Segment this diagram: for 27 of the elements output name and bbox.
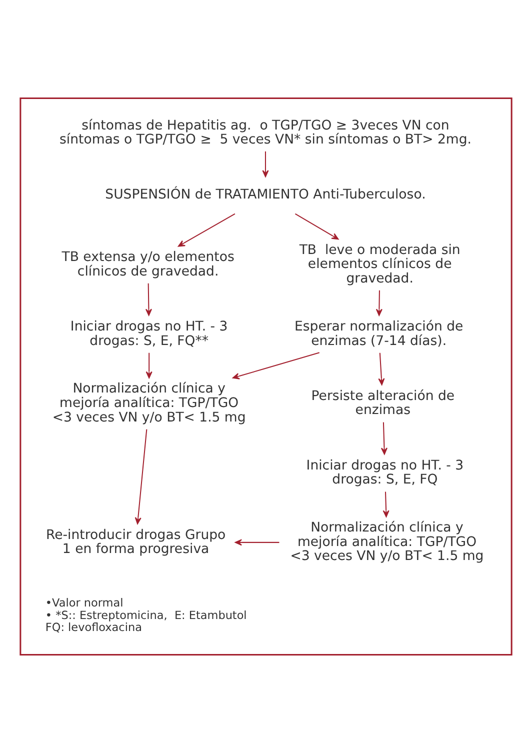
arrow: [146, 352, 152, 378]
node-text: síntomas de Hepatitis ag. o TGP/TGO ≥ 3veces VN con síntomas o TGP/TGO ≥ 5 veces VN* sin síntomas o BT> 2mg.: [60, 118, 472, 148]
arrow: [134, 429, 148, 524]
label: FQ: levofloxacina: [45, 621, 142, 634]
node-text: TB leve o moderada sin elementos clínicos de gravedad.: [299, 242, 460, 286]
arrow: [382, 492, 390, 518]
label: •Valor normal: [45, 596, 124, 610]
node-text: Esperar normalización de enzimas (7-14 días).: [294, 319, 464, 349]
node-text: Normalización clínica y mejoría analítica: TGP/TGO <3 veces VN y/o BT< 1.5 mg: [52, 382, 246, 426]
arrow: [232, 352, 320, 380]
node-text: TB extensa y/o elementos clínicos de gravedad.: [62, 250, 234, 280]
node-text: Persiste alteración de enzimas: [311, 388, 455, 418]
node-text: Normalización clínica y mejoría analítica: TGP/TGO <3 veces VN y/o BT< 1.5 mg: [290, 520, 484, 564]
node-text: Iniciar drogas no HT. - 3 drogas: S, E, FQ: [306, 458, 464, 488]
arrow: [234, 539, 280, 546]
arrow: [378, 352, 385, 386]
arrow: [380, 422, 388, 455]
node-text: Iniciar drogas no HT. - 3 drogas: S, E, FQ**: [70, 319, 228, 349]
arrow: [178, 213, 236, 247]
cluster: [20, 98, 512, 656]
arrow: [262, 151, 269, 178]
arrow: [294, 213, 339, 240]
label: • *S:: Estreptomicina, E: Etambutol: [45, 608, 247, 622]
arrow: [145, 283, 152, 316]
arrow: [376, 290, 382, 316]
node-text: Re-introducir drogas Grupo 1 en forma progresiva: [46, 528, 226, 558]
node-text: SUSPENSIÓN de TRATAMIENTO Anti-Tuberculoso.: [105, 188, 426, 203]
